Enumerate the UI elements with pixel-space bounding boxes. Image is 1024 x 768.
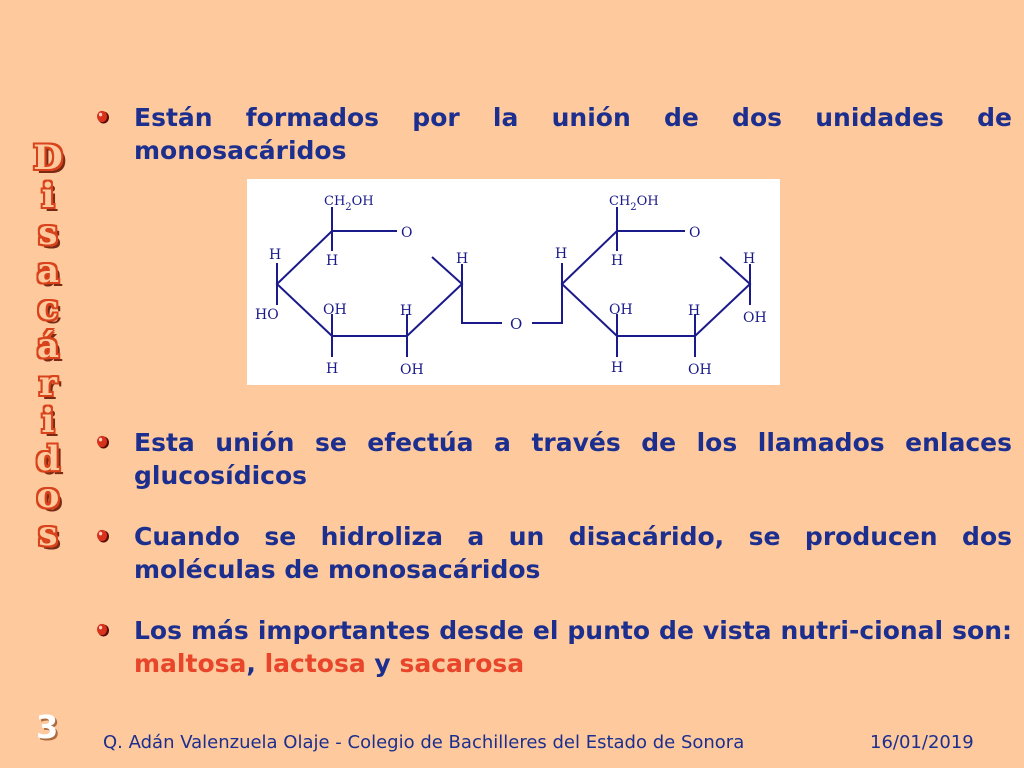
disaccharide-structure-diagram: CH2OH O H H H HO OH H H OH O CH2OH O H H…	[247, 179, 780, 385]
atom-label: HO	[255, 307, 279, 323]
atom-label: OH	[688, 362, 712, 378]
title-letter: d	[36, 438, 60, 479]
atom-label: OH	[400, 362, 424, 378]
ring-oxygen-label: O	[401, 225, 412, 241]
title-letter: s	[38, 213, 58, 254]
title-letter: i	[41, 401, 55, 442]
atom-label: H	[326, 253, 338, 269]
bullet-text: Esta unión se efectúa a través de los ll…	[134, 428, 1012, 490]
bullet-item: Cuando se hidroliza a un disacárido, se …	[96, 520, 1012, 586]
ring2-bonds	[560, 230, 752, 337]
atom-label: H	[326, 361, 338, 377]
atom-label: H	[269, 247, 281, 263]
bullet-icon	[96, 435, 110, 449]
separator: y	[365, 649, 400, 678]
glycosidic-bond-left	[461, 284, 502, 324]
atom-label: OH	[609, 302, 633, 318]
glycosidic-bond-right	[532, 284, 563, 324]
atom-label: H	[456, 251, 468, 267]
bullet-icon	[96, 529, 110, 543]
atom-label: H	[611, 253, 623, 269]
title-letter: c	[37, 288, 59, 329]
ring-oxygen-label: O	[689, 225, 700, 241]
bullet-icon	[96, 623, 110, 637]
bullet-icon	[96, 110, 110, 124]
title-letter: D	[33, 138, 63, 178]
highlight-lactosa: lactosa	[264, 649, 366, 678]
title-letter: o	[36, 476, 60, 517]
ring1-bonds	[275, 230, 464, 337]
bullet-text: Están formados por la unión de dos unida…	[134, 103, 1012, 165]
bullet-text: Cuando se hidroliza a un disacárido, se …	[134, 522, 1012, 584]
bullet-text-part: Los más importantes desde el punto de vi…	[134, 616, 1012, 645]
ch2oh-label: CH2OH	[609, 194, 659, 213]
bullet-text: Los más importantes desde el punto de vi…	[134, 614, 1012, 680]
highlight-sacarosa: sacarosa	[399, 649, 525, 678]
page-number: 3	[36, 708, 59, 746]
title-letter: i	[41, 175, 55, 216]
atom-label: H	[743, 251, 755, 267]
title-letter: s	[38, 513, 58, 554]
atom-label: H	[688, 303, 700, 319]
vertical-title: D i s a c á r i d o s	[20, 138, 76, 554]
footer-date: 16/01/2019	[870, 732, 974, 753]
atom-label: OH	[743, 310, 767, 326]
atom-label: H	[400, 303, 412, 319]
highlight-maltosa: maltosa	[134, 649, 247, 678]
title-letter: r	[39, 363, 57, 404]
bridge-oxygen-label: O	[510, 315, 522, 333]
bullet-item: Esta unión se efectúa a través de los ll…	[96, 426, 1012, 492]
title-letter: a	[36, 250, 60, 291]
ch2oh-label: CH2OH	[324, 194, 374, 213]
footer-text: Q. Adán Valenzuela Olaje - Colegio de Ba…	[103, 732, 745, 753]
atom-label: OH	[323, 302, 347, 318]
bullet-item: Los más importantes desde el punto de vi…	[96, 614, 1012, 680]
atom-label: H	[555, 246, 567, 262]
separator: ,	[246, 649, 265, 678]
atom-label: H	[611, 360, 623, 376]
bullet-item: Están formados por la unión de dos unida…	[96, 101, 1012, 167]
title-letter: á	[36, 325, 60, 366]
